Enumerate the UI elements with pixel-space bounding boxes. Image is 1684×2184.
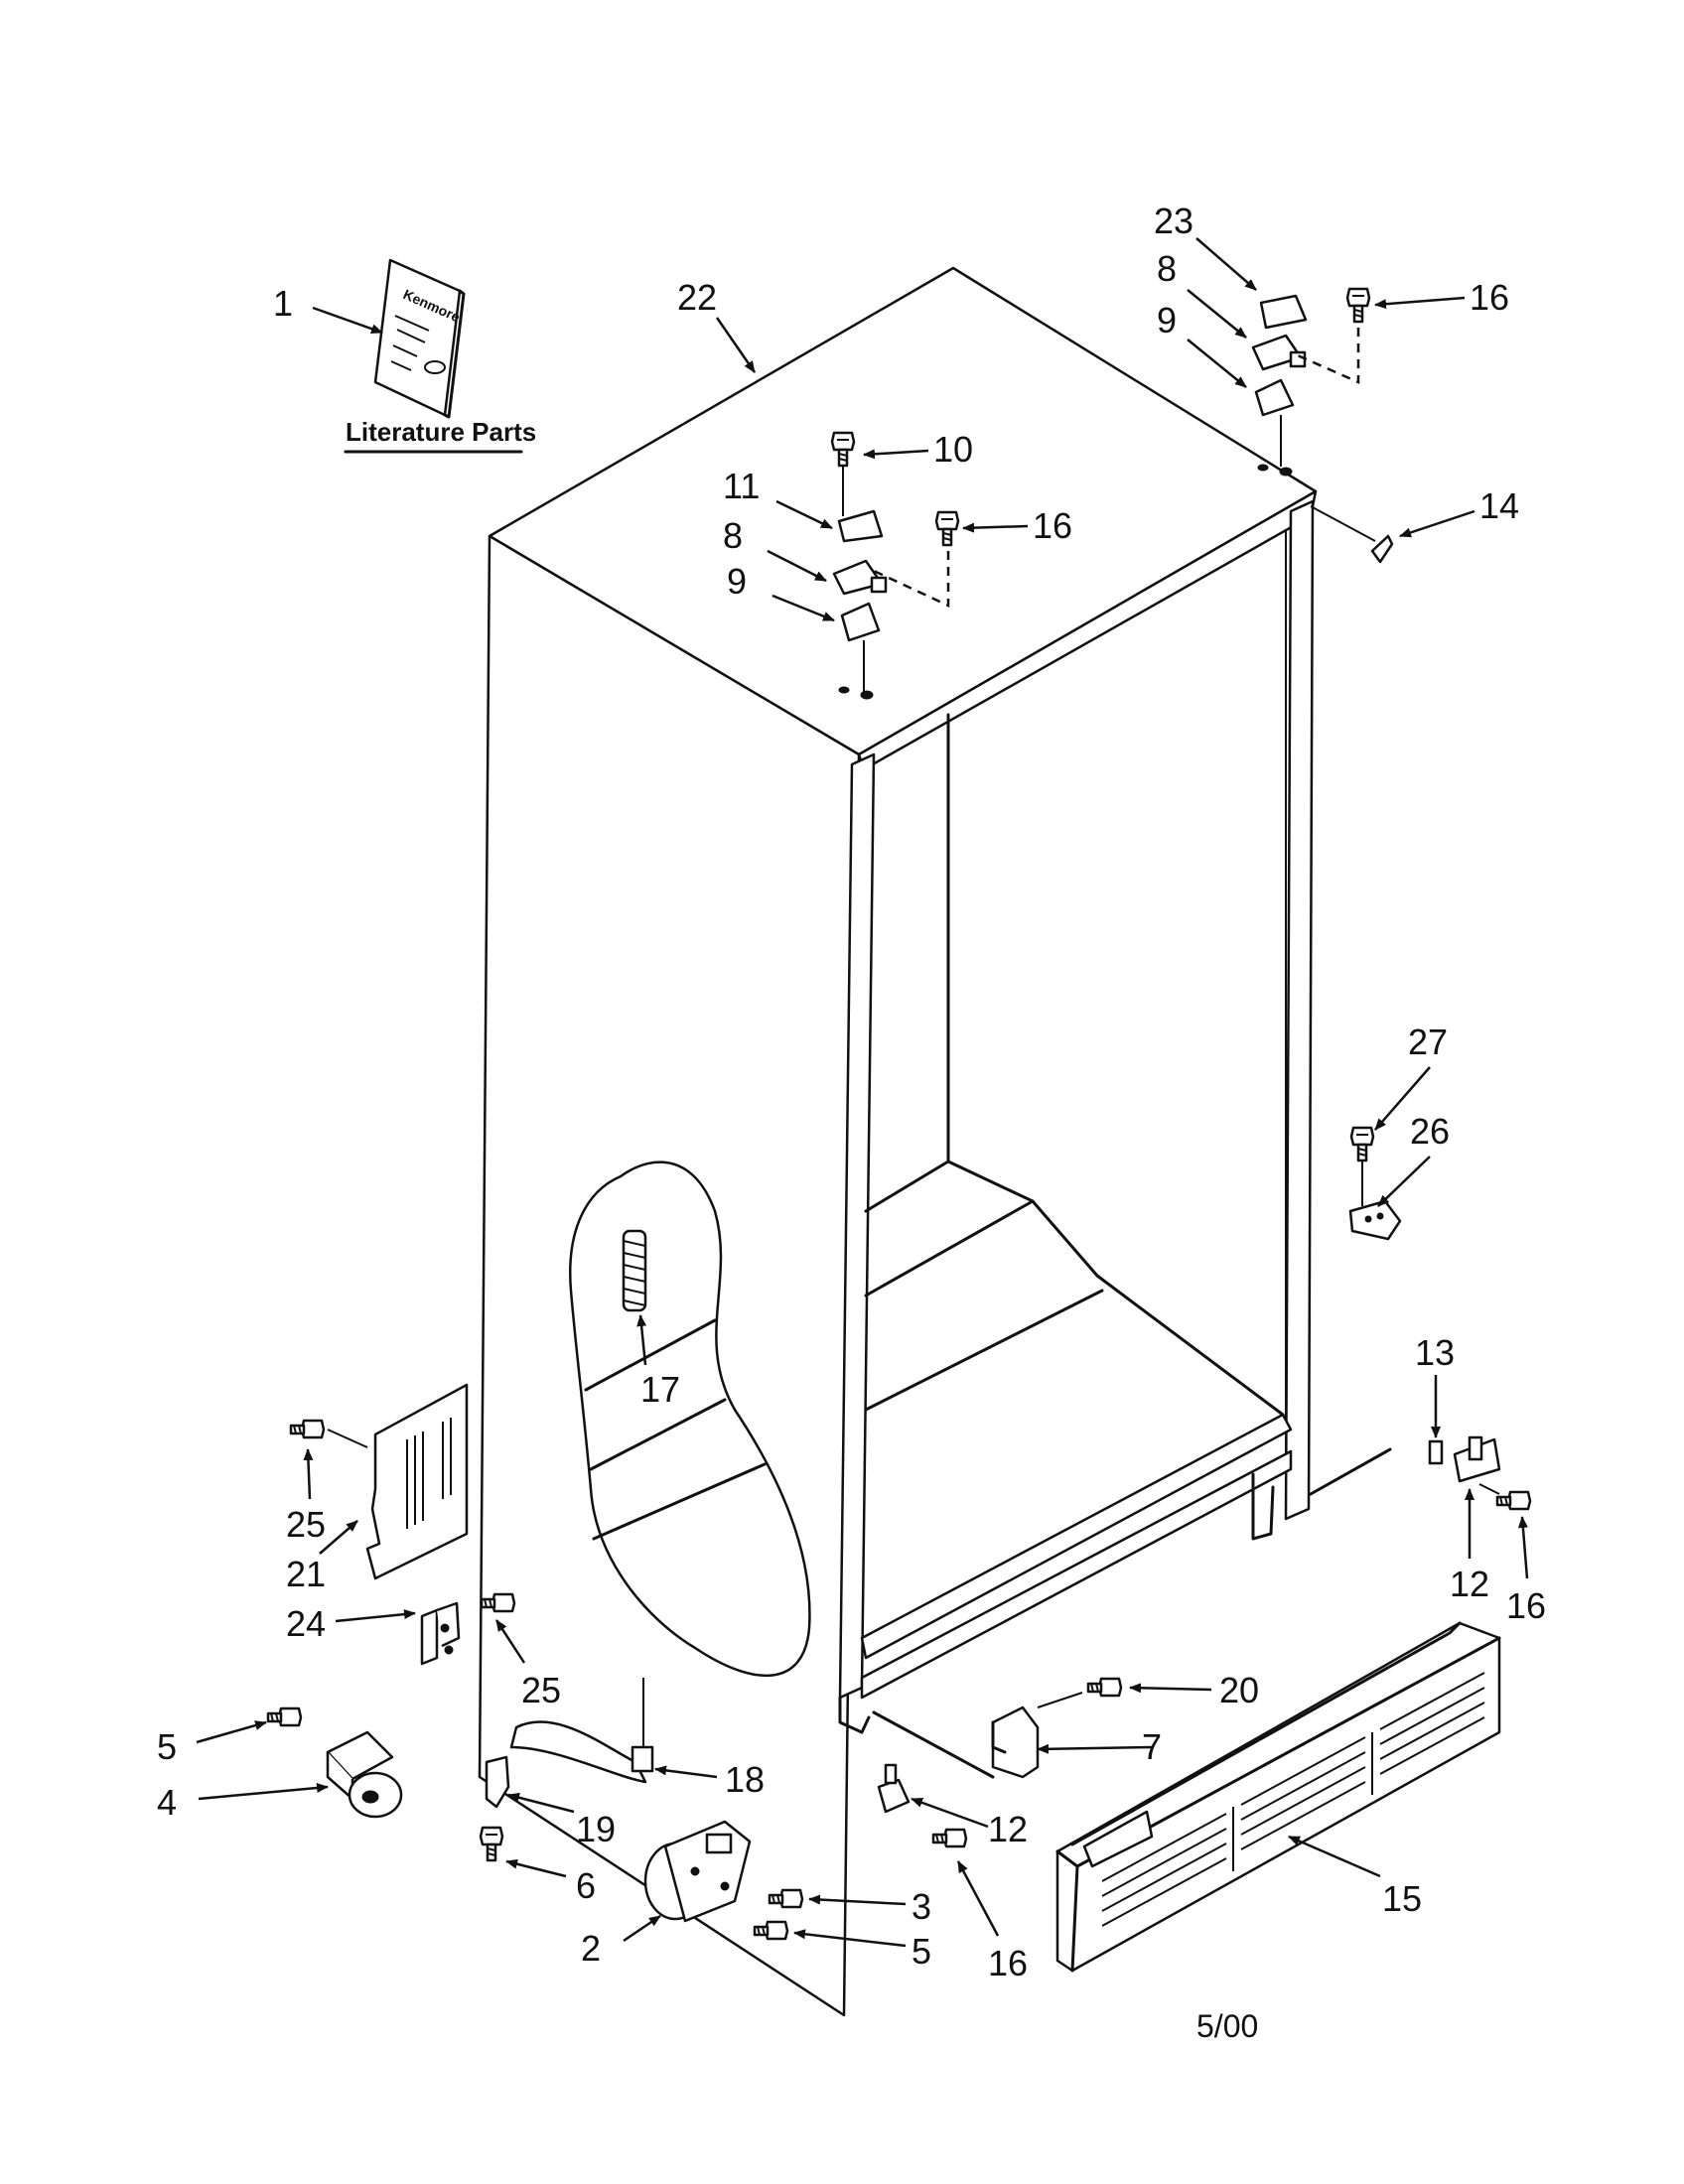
screw-icon [479, 1826, 504, 1862]
callout-17: 17 [640, 1369, 680, 1410]
callout-20: 20 [1219, 1670, 1259, 1710]
callout-1: 1 [273, 283, 293, 324]
callout-13: 13 [1415, 1332, 1455, 1373]
hinge-icon [1251, 287, 1371, 467]
hinge-hole [1279, 467, 1293, 477]
callout-23: 23 [1154, 201, 1193, 241]
callout-25: 25 [521, 1670, 561, 1710]
callout-16: 16 [1470, 277, 1509, 318]
callout-25: 25 [286, 1504, 326, 1545]
callout-9: 9 [1157, 300, 1177, 341]
callout-19: 19 [576, 1809, 616, 1849]
callout-16: 16 [1033, 505, 1072, 546]
bracket-icon [991, 1706, 1040, 1779]
screw-icon [1086, 1677, 1123, 1698]
date-code: 5/00 [1196, 2008, 1258, 2044]
bracket-icon [1348, 1199, 1402, 1241]
screw-icon [289, 1419, 326, 1439]
callout-16: 16 [988, 1943, 1028, 1983]
refrigerator-cabinet [478, 266, 1392, 2017]
callout-9: 9 [727, 561, 747, 602]
drain-spring-icon [622, 1229, 647, 1312]
hinge-hole [1257, 464, 1269, 472]
literature-parts-label: Literature Parts [346, 417, 536, 447]
callout-5: 5 [912, 1931, 931, 1972]
callout-11: 11 [723, 466, 760, 506]
compressor-plate-icon [365, 1383, 469, 1580]
callout-21: 21 [286, 1554, 326, 1594]
clip-icon [1370, 534, 1394, 564]
callout-26: 26 [1410, 1111, 1450, 1152]
callout-14: 14 [1479, 485, 1519, 526]
callout-3: 3 [912, 1886, 931, 1927]
screw-icon [931, 1828, 968, 1848]
callout-8: 8 [1157, 248, 1177, 289]
callout-18: 18 [725, 1759, 765, 1800]
screw-icon [266, 1706, 303, 1727]
screw-icon [1349, 1126, 1375, 1162]
roller-icon [643, 1820, 752, 1923]
bracket-icon [420, 1601, 461, 1666]
hinge-hole [860, 690, 874, 700]
callout-15: 15 [1382, 1878, 1422, 1919]
leader-arrows [196, 237, 1529, 1948]
callout-24: 24 [286, 1603, 326, 1644]
callout-12: 12 [988, 1809, 1028, 1849]
callout-8: 8 [723, 515, 743, 556]
callout-4: 4 [157, 1782, 177, 1823]
hinge-hole [838, 686, 850, 694]
hinge-icon [830, 431, 960, 695]
callout-5: 5 [157, 1726, 177, 1767]
callout-6: 6 [576, 1865, 596, 1906]
callout-2: 2 [581, 1928, 601, 1969]
hinge-icon [877, 1778, 911, 1814]
callout-16: 16 [1506, 1585, 1546, 1626]
callout-labels: 1 22 23 8 9 16 10 11 8 9 16 14 27 26 17 … [157, 201, 1546, 1983]
clamp-icon [485, 1755, 510, 1809]
callout-7: 7 [1142, 1726, 1162, 1767]
roller-icon [326, 1730, 403, 1819]
callout-12: 12 [1450, 1564, 1489, 1604]
callout-27: 27 [1408, 1022, 1448, 1062]
drain-tube-icon [509, 1720, 647, 1784]
literature-booklet-icon: Kenmore [373, 258, 466, 419]
screw-icon [1495, 1490, 1532, 1511]
shim-icon [1428, 1439, 1444, 1465]
callout-10: 10 [933, 429, 973, 470]
callout-22: 22 [677, 277, 717, 318]
toe-grille-icon [1055, 1621, 1501, 1973]
